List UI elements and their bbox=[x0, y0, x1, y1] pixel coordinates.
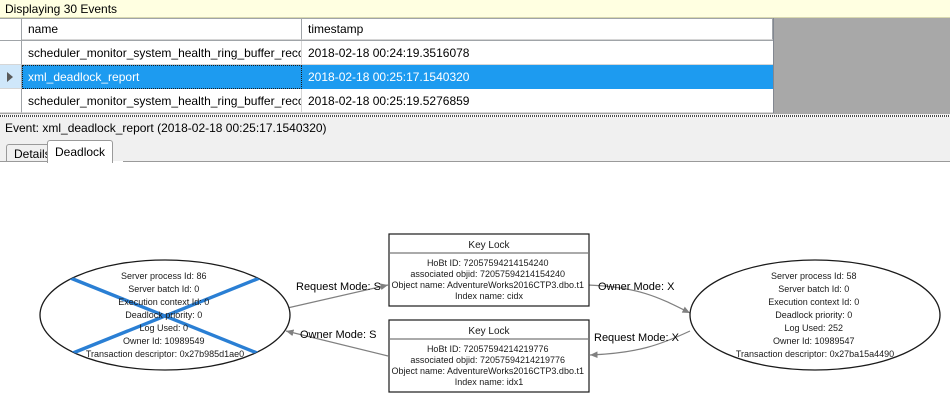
resource-bottom-line-0: HoBt ID: 72057594214219776 bbox=[427, 344, 549, 354]
event-detail-header-label: Event: xml_deadlock_report (2018-02-18 0… bbox=[5, 121, 327, 135]
edge-top-owner-right: Owner Mode: X bbox=[587, 281, 691, 314]
tabstrip-underline bbox=[0, 161, 950, 163]
resource-node-bottom-text: HoBt ID: 72057594214219776 associated ob… bbox=[392, 344, 587, 387]
resource-node-top[interactable]: Key Lock HoBt ID: 72057594214154240 asso… bbox=[388, 233, 590, 307]
row-header-cell[interactable] bbox=[0, 41, 22, 65]
edge-label-request-mode-s: Request Mode: S bbox=[296, 281, 381, 293]
table-row[interactable]: scheduler_monitor_system_health_ring_buf… bbox=[0, 89, 773, 113]
resource-bottom-line-2: Object name: AdventureWorks2016CTP3.dbo.… bbox=[392, 366, 584, 376]
edge-label-owner-mode-x: Owner Mode: X bbox=[598, 281, 675, 293]
resource-bottom-line-3: Index name: idx1 bbox=[455, 377, 524, 387]
events-grid-area: name timestamp scheduler_monitor_system_… bbox=[0, 18, 950, 114]
column-header-timestamp[interactable]: timestamp bbox=[302, 19, 773, 40]
row-header-cell[interactable] bbox=[0, 89, 22, 113]
resource-node-bottom[interactable]: Key Lock HoBt ID: 72057594214219776 asso… bbox=[388, 319, 590, 393]
process-node-right-text: Server process Id: 58 Server batch Id: 0… bbox=[736, 271, 894, 359]
process-right-line-0: Server process Id: 58 bbox=[771, 271, 857, 281]
cell-timestamp[interactable]: 2018-02-18 00:25:17.1540320 bbox=[302, 65, 773, 89]
process-right-line-2: Execution context Id: 0 bbox=[768, 297, 859, 307]
tab-details-label: Details bbox=[14, 147, 51, 161]
process-node-right-ellipse bbox=[689, 259, 941, 371]
victim-cross-icon bbox=[57, 271, 273, 361]
process-right-line-3: Deadlock priority: 0 bbox=[775, 310, 852, 320]
process-left-line-1: Server batch Id: 0 bbox=[128, 284, 199, 294]
column-header-name[interactable]: name bbox=[22, 19, 302, 40]
process-right-line-1: Server batch Id: 0 bbox=[778, 284, 849, 294]
horizontal-splitter[interactable] bbox=[0, 114, 950, 119]
process-left-line-6: Transaction descriptor: 0x27b985d1ae0 bbox=[86, 349, 244, 359]
cell-name[interactable]: scheduler_monitor_system_health_ring_buf… bbox=[22, 41, 302, 65]
detail-tabstrip: Details Deadlock bbox=[0, 139, 950, 163]
tab-deadlock-label: Deadlock bbox=[55, 145, 106, 159]
row-pointer-triangle-icon bbox=[7, 71, 13, 82]
resource-top-line-2: Object name: AdventureWorks2016CTP3.dbo.… bbox=[392, 280, 584, 290]
cell-name[interactable]: xml_deadlock_report bbox=[22, 65, 302, 89]
cell-name[interactable]: scheduler_monitor_system_health_ring_buf… bbox=[22, 89, 302, 113]
events-count-banner: Displaying 30 Events bbox=[0, 0, 950, 18]
resource-top-line-3: Index name: cidx bbox=[455, 291, 524, 301]
process-right-line-6: Transaction descriptor: 0x27ba15a4490 bbox=[736, 349, 894, 359]
resource-node-bottom-box bbox=[388, 319, 590, 393]
tab-deadlock[interactable]: Deadlock bbox=[47, 140, 114, 163]
resource-node-top-title: Key Lock bbox=[468, 240, 510, 251]
resource-bottom-line-1: associated objid: 72057594214219776 bbox=[410, 355, 565, 365]
resource-node-top-text: HoBt ID: 72057594214154240 associated ob… bbox=[392, 258, 587, 301]
edge-right-request-bottom: Request Mode: X bbox=[589, 330, 691, 359]
edge-bottom-owner-left: Owner Mode: S bbox=[285, 329, 389, 357]
process-left-line-4: Log Used: 0 bbox=[139, 323, 188, 333]
events-grid-header-row: name timestamp bbox=[0, 18, 773, 41]
process-node-left[interactable]: Server process Id: 86 Server batch Id: 0… bbox=[39, 259, 291, 371]
deadlock-graph-canvas[interactable]: Request Mode: S Owner Mode: X Owner Mode… bbox=[0, 162, 950, 400]
grid-corner-cell bbox=[0, 19, 22, 40]
process-left-line-2: Execution context Id: 0 bbox=[118, 297, 209, 307]
edge-label-request-mode-x: Request Mode: X bbox=[594, 332, 680, 344]
table-row-selected[interactable]: xml_deadlock_report 2018-02-18 00:25:17.… bbox=[0, 65, 773, 89]
resource-top-line-1: associated objid: 72057594214154240 bbox=[410, 269, 565, 279]
process-node-left-text: Server process Id: 86 Server batch Id: 0… bbox=[86, 271, 244, 359]
resource-top-line-0: HoBt ID: 72057594214154240 bbox=[427, 258, 549, 268]
event-detail-header: Event: xml_deadlock_report (2018-02-18 0… bbox=[0, 119, 950, 137]
resource-node-top-box bbox=[388, 233, 590, 307]
resource-node-bottom-title: Key Lock bbox=[468, 326, 510, 337]
events-count-label: Displaying 30 Events bbox=[5, 1, 118, 16]
row-header-cell-selected[interactable] bbox=[0, 65, 22, 89]
tab-details[interactable]: Details bbox=[6, 144, 59, 163]
cell-timestamp[interactable]: 2018-02-18 00:25:19.5276859 bbox=[302, 89, 773, 113]
process-left-line-3: Deadlock priority: 0 bbox=[125, 310, 202, 320]
process-right-line-5: Owner Id: 10989547 bbox=[773, 336, 855, 346]
edge-label-owner-mode-s: Owner Mode: S bbox=[300, 329, 376, 341]
table-row[interactable]: scheduler_monitor_system_health_ring_buf… bbox=[0, 41, 773, 65]
edge-left-request-top: Request Mode: S bbox=[282, 281, 389, 310]
process-left-line-5: Owner Id: 10989549 bbox=[123, 336, 205, 346]
process-left-line-0: Server process Id: 86 bbox=[121, 271, 207, 281]
process-right-line-4: Log Used: 252 bbox=[784, 323, 843, 333]
process-node-right[interactable]: Server process Id: 58 Server batch Id: 0… bbox=[689, 259, 941, 371]
cell-timestamp[interactable]: 2018-02-18 00:24:19.3516078 bbox=[302, 41, 773, 65]
events-grid[interactable]: name timestamp scheduler_monitor_system_… bbox=[0, 18, 774, 113]
